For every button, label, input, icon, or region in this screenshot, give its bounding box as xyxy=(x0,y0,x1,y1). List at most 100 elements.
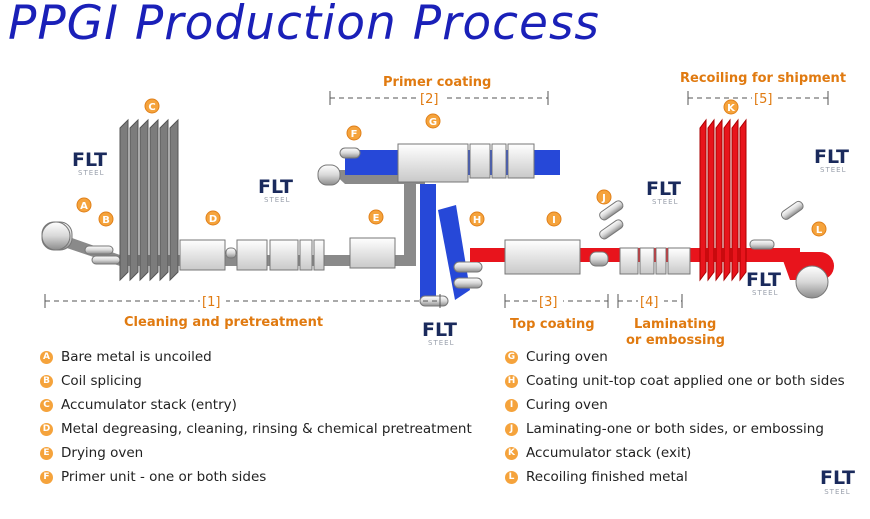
svg-text:FLT: FLT xyxy=(72,149,107,171)
svg-text:F: F xyxy=(351,129,358,140)
badge-e: E xyxy=(40,446,53,460)
svg-text:FLT: FLT xyxy=(646,178,681,200)
badge-b: B xyxy=(40,374,53,388)
legend-item-b: B Coil splicing xyxy=(40,369,472,393)
accumulator-stack-exit xyxy=(699,118,747,282)
legend-left: A Bare metal is uncoiled B Coil splicing C… xyxy=(40,345,472,489)
svg-text:H: H xyxy=(473,215,481,226)
legend-text-e: Drying oven xyxy=(61,445,144,461)
drying-oven xyxy=(349,237,396,269)
legend-text-a: Bare metal is uncoiled xyxy=(61,349,212,365)
legend-text-d: Metal degreasing, cleaning, rinsing & ch… xyxy=(61,421,472,437)
section-5-title: Recoiling for shipment xyxy=(680,71,846,86)
legend-item-l: L Recoiling finished metal xyxy=(505,465,845,489)
svg-text:E: E xyxy=(373,213,380,224)
laminating-rollers xyxy=(589,200,624,267)
svg-text:STEEL: STEEL xyxy=(428,339,454,347)
badge-a: A xyxy=(40,350,53,364)
badge-f: F xyxy=(40,470,53,484)
page-title: PPGI Production Process xyxy=(8,0,600,51)
marker-c: C xyxy=(144,98,160,114)
badge-g: G xyxy=(505,350,518,364)
section-5-number: [5] xyxy=(754,92,772,107)
section-3-number: [3] xyxy=(539,295,557,310)
svg-text:J: J xyxy=(601,193,606,204)
badge-d: D xyxy=(40,422,53,436)
section-4-number: [4] xyxy=(640,295,658,310)
flt-logo-corner-sub: STEEL xyxy=(824,488,851,496)
section-4: [4] Laminating or embossing xyxy=(617,293,725,348)
svg-text:FLT: FLT xyxy=(746,269,781,291)
svg-text:B: B xyxy=(102,215,110,226)
legend-text-c: Accumulator stack (entry) xyxy=(61,397,237,413)
flt-logo-corner: FLT STEEL xyxy=(820,468,855,496)
legend-text-f: Primer unit - one or both sides xyxy=(61,469,267,485)
legend-item-g: G Curing oven xyxy=(505,345,845,369)
marker-h: H xyxy=(469,211,485,227)
legend-text-j: Laminating-one or both sides, or embossi… xyxy=(526,421,824,437)
marker-k: K xyxy=(723,99,739,115)
accumulator-stack-entry xyxy=(119,118,179,282)
section-2-number: [2] xyxy=(420,92,438,107)
svg-text:STEEL: STEEL xyxy=(752,289,778,297)
section-5: [5] Recoiling for shipment xyxy=(680,71,846,107)
svg-text:STEEL: STEEL xyxy=(78,169,104,177)
legend-text-b: Coil splicing xyxy=(61,373,142,389)
flt-logo-corner-main: FLT xyxy=(820,467,855,489)
marker-g: G xyxy=(425,113,441,129)
badge-l: L xyxy=(505,470,518,484)
step-markers: A B C D E F G H I J K L xyxy=(76,98,827,237)
section-1-title: Cleaning and pretreatment xyxy=(124,315,323,330)
legend-right: G Curing oven H Coating unit-top coat appl… xyxy=(505,345,845,489)
section-4-title: Laminating xyxy=(634,317,716,332)
legend-item-e: E Drying oven xyxy=(40,441,472,465)
marker-i: I xyxy=(546,211,562,227)
legend-text-i: Curing oven xyxy=(526,397,608,413)
section-3: [3] Top coating xyxy=(504,293,609,332)
svg-text:A: A xyxy=(80,201,88,212)
recoiler xyxy=(749,200,829,299)
svg-text:G: G xyxy=(429,117,437,128)
primer-curing-oven xyxy=(397,143,535,183)
uncoiler-coil xyxy=(41,221,121,265)
legend-text-g: Curing oven xyxy=(526,349,608,365)
legend-item-h: H Coating unit-top coat applied one or bo… xyxy=(505,369,845,393)
badge-c: C xyxy=(40,398,53,412)
marker-b: B xyxy=(98,211,114,227)
badge-h: H xyxy=(505,374,518,388)
svg-text:I: I xyxy=(552,215,556,226)
legend-item-c: C Accumulator stack (entry) xyxy=(40,393,472,417)
legend-text-l: Recoiling finished metal xyxy=(526,469,688,485)
legend-item-d: D Metal degreasing, cleaning, rinsing & c… xyxy=(40,417,472,441)
svg-text:FLT: FLT xyxy=(814,146,849,168)
marker-a: A xyxy=(76,197,92,213)
marker-l: L xyxy=(811,221,827,237)
topcoat-curing-oven xyxy=(504,239,581,275)
badge-k: K xyxy=(505,446,518,460)
marker-f: F xyxy=(346,125,362,141)
svg-text:C: C xyxy=(148,102,155,113)
svg-text:STEEL: STEEL xyxy=(820,166,846,174)
legend-text-h: Coating unit-top coat applied one or bot… xyxy=(526,373,845,389)
embossing-units xyxy=(619,247,691,275)
section-1-number: [1] xyxy=(202,295,220,310)
legend-item-a: A Bare metal is uncoiled xyxy=(40,345,472,369)
marker-j: J xyxy=(596,189,612,205)
primer-roller-top xyxy=(339,147,361,159)
section-4-title-line2: or embossing xyxy=(626,333,725,348)
section-2: [2] Primer coating xyxy=(329,75,549,107)
section-3-title: Top coating xyxy=(510,317,595,332)
section-1: [1] Cleaning and pretreatment xyxy=(44,293,441,330)
topcoat-unit-rollers xyxy=(419,261,483,307)
section-2-title: Primer coating xyxy=(383,75,491,90)
svg-text:K: K xyxy=(727,103,736,114)
primer-roller xyxy=(317,164,341,186)
svg-text:STEEL: STEEL xyxy=(652,198,678,206)
